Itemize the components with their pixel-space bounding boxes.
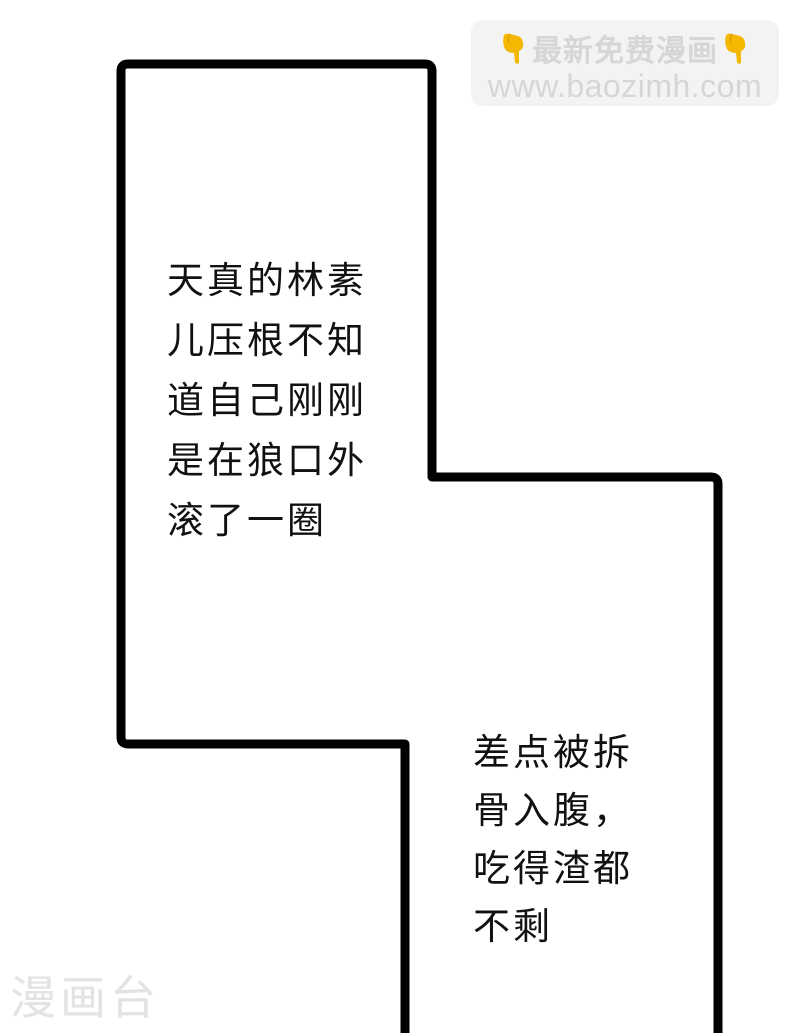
caption-line: 吃得渣都 [473,847,633,890]
watermark-url: www.baozimh.com [487,68,763,104]
caption-text-2: 差点被拆 骨入腹， 吃得渣都 不剩 [473,724,633,956]
caption-line: 是在狼口外 [167,439,367,482]
caption-line: 道自己刚刚 [167,379,367,422]
pointing-down-hand-icon [503,33,524,64]
watermark-title-row: 最新免费漫画 [471,28,779,69]
caption-text-1: 天真的林素 儿压根不知 道自己刚刚 是在狼口外 滚了一圈 [167,251,367,551]
caption-line: 儿压根不知 [167,319,367,362]
watermark-title: 最新免费漫画 [532,34,718,69]
caption-line: 滚了一圈 [167,499,327,542]
brand-watermark: 漫画台 [10,971,160,1025]
pointing-down-hand-icon [725,33,746,64]
caption-line: 天真的林素 [167,259,367,302]
caption-line: 差点被拆 [473,731,633,774]
source-watermark-banner: 最新免费漫画 www.baozimh.com [471,20,779,106]
caption-line: 骨入腹， [473,789,633,832]
caption-line: 不剩 [473,905,553,948]
